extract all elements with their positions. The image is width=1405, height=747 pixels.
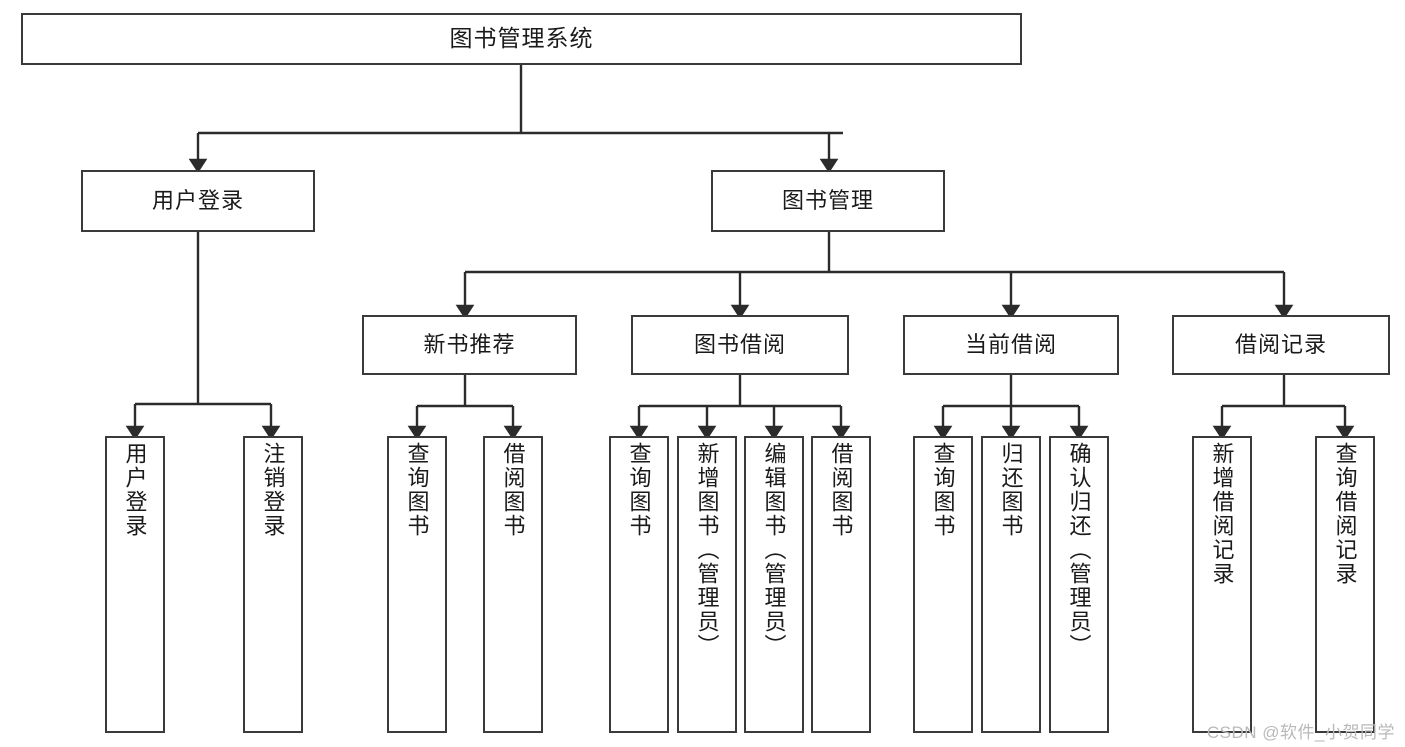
node-label: 用户登录 — [122, 442, 148, 538]
node-label: 借阅记录 — [1234, 331, 1327, 357]
node-new-book-recommendation[interactable]: 新书推荐 — [362, 315, 577, 375]
leaf-user-login-logout[interactable]: 注销登录 — [243, 436, 303, 733]
node-label: 编辑图书（管理员） — [761, 442, 787, 658]
node-label: 新增图书（管理员） — [694, 442, 720, 658]
node-label: 注销登录 — [260, 442, 286, 538]
leaf-user-login-login[interactable]: 用户登录 — [105, 436, 165, 733]
node-book-management[interactable]: 图书管理 — [711, 170, 945, 232]
leaf-new-book-query-books[interactable]: 查询图书 — [387, 436, 447, 733]
node-book-borrowing[interactable]: 图书借阅 — [631, 315, 849, 375]
node-user-login[interactable]: 用户登录 — [81, 170, 315, 232]
node-label: 归还图书 — [998, 442, 1024, 538]
leaf-borrow-record-query-record[interactable]: 查询借阅记录 — [1315, 436, 1375, 733]
node-label: 图书管理 — [781, 187, 874, 213]
leaf-book-borrow-edit-book-admin[interactable]: 编辑图书（管理员） — [744, 436, 804, 733]
node-label: 新书推荐 — [423, 331, 516, 357]
node-label: 图书管理系统 — [449, 25, 594, 52]
node-label: 借阅图书 — [828, 442, 854, 538]
leaf-new-book-borrow-books[interactable]: 借阅图书 — [483, 436, 543, 733]
node-current-borrowing[interactable]: 当前借阅 — [903, 315, 1119, 375]
node-label: 借阅图书 — [500, 442, 526, 538]
node-label: 新增借阅记录 — [1209, 442, 1235, 586]
node-root-book-management-system[interactable]: 图书管理系统 — [21, 13, 1022, 65]
leaf-current-borrow-query-books[interactable]: 查询图书 — [913, 436, 973, 733]
leaf-current-borrow-confirm-return-admin[interactable]: 确认归还（管理员） — [1049, 436, 1109, 733]
node-label: 用户登录 — [151, 187, 244, 213]
node-label: 查询图书 — [404, 442, 430, 538]
node-borrowing-record[interactable]: 借阅记录 — [1172, 315, 1390, 375]
leaf-borrow-record-add-record[interactable]: 新增借阅记录 — [1192, 436, 1252, 733]
leaf-book-borrow-borrow-books[interactable]: 借阅图书 — [811, 436, 871, 733]
node-label: 图书借阅 — [693, 331, 786, 357]
node-label: 查询图书 — [930, 442, 956, 538]
node-label: 查询借阅记录 — [1332, 442, 1358, 586]
leaf-current-borrow-return-books[interactable]: 归还图书 — [981, 436, 1041, 733]
node-label: 当前借阅 — [964, 331, 1057, 357]
leaf-book-borrow-add-book-admin[interactable]: 新增图书（管理员） — [677, 436, 737, 733]
node-label: 查询图书 — [626, 442, 652, 538]
watermark-text: CSDN @软件_小贺同学 — [1206, 723, 1395, 742]
node-label: 确认归还（管理员） — [1066, 442, 1092, 658]
leaf-book-borrow-query-books[interactable]: 查询图书 — [609, 436, 669, 733]
